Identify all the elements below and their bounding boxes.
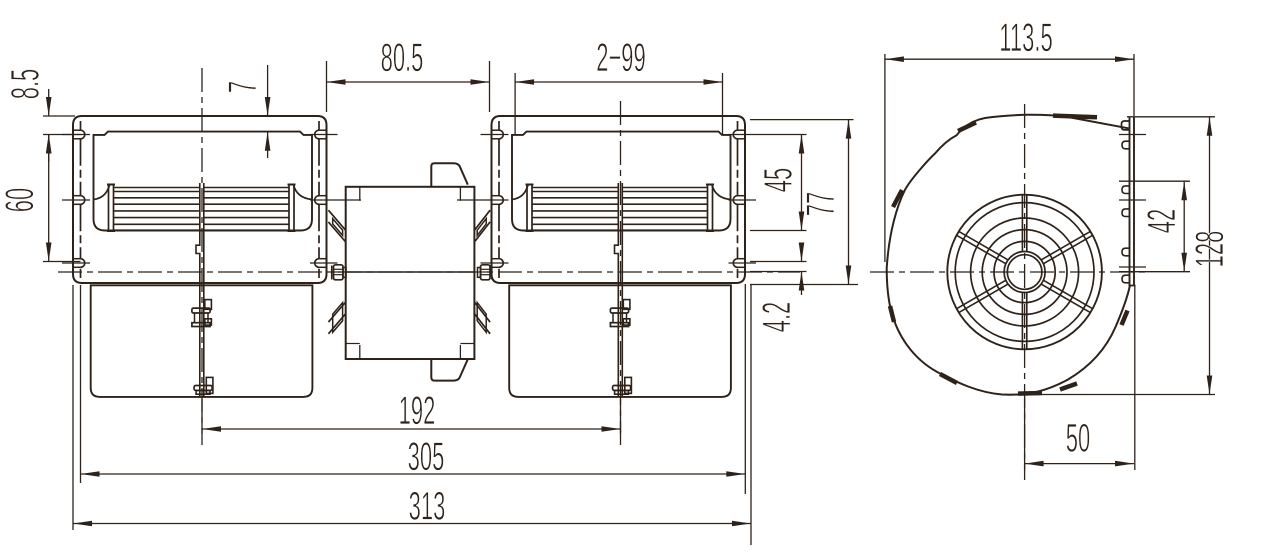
svg-text:77: 77	[798, 192, 843, 216]
svg-text:42: 42	[1139, 209, 1184, 233]
svg-text:192: 192	[399, 388, 436, 433]
svg-text:80.5: 80.5	[381, 35, 424, 80]
svg-text:4.2: 4.2	[754, 302, 799, 333]
svg-text:8.5: 8.5	[3, 69, 48, 100]
svg-text:45: 45	[756, 168, 801, 192]
svg-text:60: 60	[0, 188, 42, 212]
svg-text:313: 313	[409, 484, 446, 529]
svg-text:50: 50	[1066, 416, 1090, 461]
svg-text:128: 128	[1187, 231, 1232, 268]
svg-text:113.5: 113.5	[999, 15, 1052, 60]
svg-text:2−99: 2−99	[596, 35, 646, 80]
svg-text:305: 305	[408, 434, 445, 479]
svg-text:7: 7	[220, 81, 265, 93]
